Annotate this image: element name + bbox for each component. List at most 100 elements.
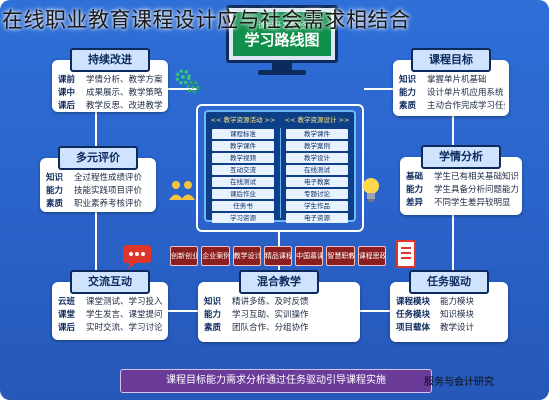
connector <box>452 116 454 156</box>
center-item: 课后作业 <box>212 189 274 199</box>
center-item: 电子教案 <box>286 177 348 187</box>
center-resource-panel: << 教学资源活动 >> << 教学资源设计 >> 课程标准 教学课件 教学视频… <box>204 110 356 225</box>
resource-tag: 精品课程 <box>263 246 293 266</box>
center-item: 教学课件 <box>212 141 274 151</box>
document-icon <box>396 240 416 268</box>
connector <box>95 212 97 280</box>
center-item: 专题讨论 <box>286 189 348 199</box>
center-item: 互动交流 <box>212 165 274 175</box>
center-divider <box>280 128 281 218</box>
chat-icon <box>123 245 151 269</box>
resource-tag: 课程思政 <box>357 246 386 266</box>
center-header-right: << 教学资源设计 >> <box>284 116 350 124</box>
card-title: 交流互动 <box>70 270 150 294</box>
people-icon <box>169 181 195 200</box>
center-header: << 教学资源活动 >> << 教学资源设计 >> <box>206 114 354 126</box>
card-key: 素质 <box>399 101 417 111</box>
card-key: 课堂 <box>58 310 76 320</box>
card-title: 多元评价 <box>58 146 138 170</box>
card-continuous-improvement: 持续改进 课前学情分析、教学方案 课中成果展示、教学策略 课后教学反思、改进教学 <box>52 48 168 112</box>
center-item: 在线测试 <box>286 165 348 175</box>
center-left-column: 课程标准 教学课件 教学视频 互动交流 在线测试 课后作业 任务书 学习资源 <box>212 129 274 225</box>
card-val: 技能实践项目评价 <box>74 186 143 196</box>
card-key: 能力 <box>204 310 222 320</box>
center-item: 教学设计 <box>286 153 348 163</box>
bottom-banner: 课程目标能力需求分析通过任务驱动引导课程实施 <box>120 369 432 393</box>
center-right-column: 教学课件 教学案例 教学设计 在线测试 电子教案 专题讨论 学生作品 电子资源 <box>286 129 348 225</box>
card-key: 能力 <box>46 186 64 196</box>
card-val: 学习互助、实训操作 <box>232 310 309 320</box>
card-val: 掌握单片机基础 <box>427 75 487 85</box>
card-val: 学情分析、教学方案 <box>86 75 163 85</box>
card-course-objectives: 课程目标 知识掌握单片机基础 能力设计单片机应用系统 素质主动合作完成学习任务 <box>393 48 509 116</box>
card-val: 知识模块 <box>440 310 475 320</box>
bulb-icon <box>363 178 379 202</box>
monitor-stand <box>272 63 292 71</box>
card-diverse-evaluation: 多元评价 知识全过程性成绩评价 能力技能实践项目评价 素质职业素养考核评价 <box>40 146 156 212</box>
center-frame <box>196 104 364 232</box>
monitor-top-text: 课程开发路径 <box>258 20 306 30</box>
connector <box>95 110 97 158</box>
card-key: 任务模块 <box>396 310 431 320</box>
center-item: 任务书 <box>212 201 274 211</box>
card-val: 课堂测试、学习投入 <box>86 297 163 307</box>
card-key: 云班 <box>58 297 76 307</box>
card-val: 职业素养考核评价 <box>74 199 143 209</box>
center-item: 电子资源 <box>286 213 348 223</box>
card-title: 持续改进 <box>70 48 150 72</box>
card-val: 主动合作完成学习任务 <box>427 101 505 111</box>
connector <box>168 310 198 312</box>
card-key: 课程模块 <box>396 297 431 307</box>
connector <box>452 215 454 281</box>
card-learning-analysis: 学情分析 基础学生已有相关基础知识 能力学生具备分析问题能力 差异不同学生差异较… <box>400 145 522 215</box>
card-interactive: 交流互动 云班课堂测试、学习投入 课堂学生发言、课堂提问 课后实时交流、学习讨论 <box>52 270 168 340</box>
center-item: 在线测试 <box>212 177 274 187</box>
footnote: 服务与会计研究 <box>424 377 494 388</box>
card-key: 差异 <box>406 198 424 208</box>
center-header-left: << 教学资源活动 >> <box>210 116 276 124</box>
center-item: 课程标准 <box>212 129 274 139</box>
card-title: 混合教学 <box>239 270 319 294</box>
card-key: 课后 <box>58 323 76 333</box>
card-key: 素质 <box>46 199 64 209</box>
monitor-screen: 课程开发路径 学习路线图 <box>233 12 331 56</box>
card-val: 不同学生差异较明显 <box>434 198 511 208</box>
card-val: 能力模块 <box>440 297 475 307</box>
monitor-main-text: 学习路线图 <box>244 30 320 49</box>
resource-tag-bar: 创新创业 企业案例 教学设计 精品课程 中国慕课 智慧职教 课程思政 <box>170 246 386 266</box>
gear-icon <box>175 69 200 94</box>
center-item: 教学视频 <box>212 153 274 163</box>
connector <box>360 310 390 312</box>
center-item: 教学案例 <box>286 141 348 151</box>
card-val: 团队合作、分组协作 <box>232 323 309 333</box>
resource-tag: 教学设计 <box>232 246 261 266</box>
card-val: 全过程性成绩评价 <box>74 173 143 183</box>
card-val: 学生发言、课堂提问 <box>86 310 163 320</box>
card-task-driven: 任务驱动 课程模块能力模块 任务模块知识模块 项目载体教学设计 <box>390 270 508 342</box>
card-val: 设计单片机应用系统 <box>427 88 504 98</box>
card-val: 教学反思、改进教学 <box>86 101 163 111</box>
card-key: 项目载体 <box>396 323 431 333</box>
monitor-base <box>258 70 306 75</box>
connector <box>278 232 280 246</box>
card-blended: 混合教学 知识精讲多练、及时反馈 能力学习互助、实训操作 素质团队合作、分组协作 <box>198 270 360 342</box>
card-title: 课程目标 <box>411 48 491 72</box>
card-val: 精讲多练、及时反馈 <box>232 297 309 307</box>
card-title: 学情分析 <box>421 145 501 169</box>
card-val: 成果展示、教学策略 <box>86 88 163 98</box>
resource-tag: 创新创业 <box>170 246 199 266</box>
card-key: 知识 <box>204 297 222 307</box>
card-key: 课中 <box>58 88 76 98</box>
center-item: 教学课件 <box>286 129 348 139</box>
resource-tag: 企业案例 <box>201 246 230 266</box>
center-item: 学生作品 <box>286 201 348 211</box>
connector <box>364 88 394 90</box>
monitor: 课程开发路径 学习路线图 <box>226 5 338 63</box>
card-key: 知识 <box>399 75 417 85</box>
center-item: 学习资源 <box>212 213 274 223</box>
card-val: 实时交流、学习讨论 <box>86 323 163 333</box>
page-title: 在线职业教育课程设计应与社会需求相结合 <box>2 8 411 32</box>
card-val: 学生具备分析问题能力 <box>434 185 518 195</box>
card-title: 任务驱动 <box>409 270 489 294</box>
card-val: 学生已有相关基础知识 <box>434 172 518 182</box>
